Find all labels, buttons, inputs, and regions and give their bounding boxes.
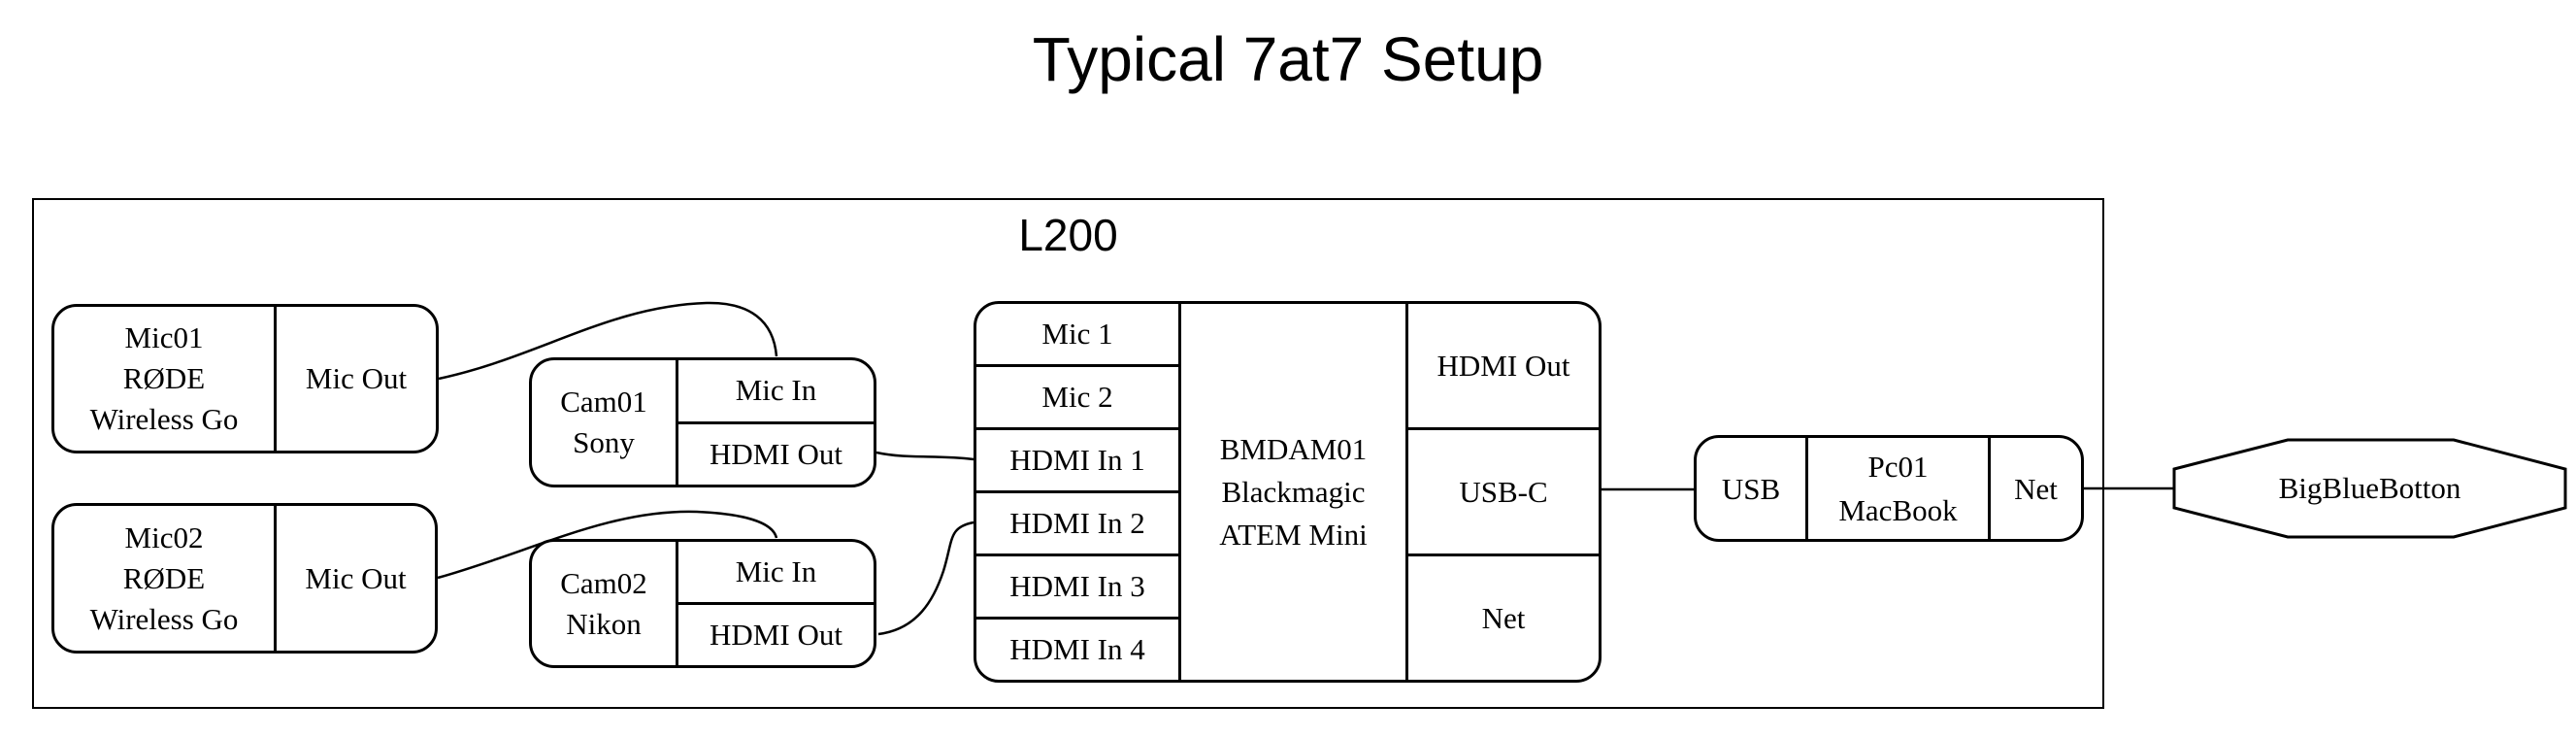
- bmdam01-port-hdmi-in-2: HDMI In 2: [976, 490, 1178, 554]
- cam02-line-id: Cam02: [560, 565, 647, 600]
- bmdam01-port-net: Net: [1408, 554, 1599, 680]
- mic01-label: Mic01 RØDE Wireless Go: [54, 307, 274, 451]
- cam01-ports: Mic In HDMI Out: [676, 360, 874, 485]
- cam01-label: Cam01 Sony: [532, 360, 676, 485]
- node-bigbluebotton-label: BigBlueBotton: [2278, 471, 2461, 505]
- mic02-label: Mic02 RØDE Wireless Go: [54, 506, 274, 651]
- bmdam01-line-model: ATEM Mini: [1219, 517, 1368, 552]
- mic01-line-model: Wireless Go: [89, 402, 239, 436]
- node-bmdam01: Mic 1 Mic 2 HDMI In 1 HDMI In 2 HDMI In …: [974, 301, 1602, 683]
- node-mic01: Mic01 RØDE Wireless Go Mic Out: [51, 304, 439, 453]
- node-mic02: Mic02 RØDE Wireless Go Mic Out: [51, 503, 438, 654]
- mic01-port-mic-out: Mic Out: [274, 307, 436, 451]
- mic01-line-id: Mic01: [124, 320, 204, 354]
- bmdam01-port-mic2: Mic 2: [976, 364, 1178, 427]
- bmdam01-port-mic1: Mic 1: [1041, 317, 1113, 351]
- edge-cam02-hdmiout-to-atem-hdmiin2: [877, 520, 974, 636]
- pc01-label: Pc01 MacBook: [1805, 438, 1991, 539]
- edge-cam01-hdmiout-to-atem-hdmiin1: [875, 451, 974, 461]
- bmdam01-port-usb-c: USB-C: [1408, 427, 1599, 554]
- bmdam01-port-hdmi-out: HDMI Out: [1437, 348, 1570, 383]
- mic01-line-brand: RØDE: [122, 361, 206, 395]
- bmdam01-port-hdmi-in-3: HDMI In 3: [976, 554, 1178, 617]
- cam02-port-mic-in: Mic In: [735, 554, 817, 588]
- bmdam01-label: BMDAM01 Blackmagic ATEM Mini: [1178, 304, 1408, 680]
- bmdam01-input-ports: Mic 1 Mic 2 HDMI In 1 HDMI In 2 HDMI In …: [976, 304, 1178, 680]
- bmdam01-line-id: BMDAM01: [1219, 431, 1368, 466]
- cam01-port-mic-in: Mic In: [735, 373, 817, 408]
- bmdam01-port-hdmi-in-1: HDMI In 1: [976, 427, 1178, 490]
- cam01-line-brand: Sony: [573, 425, 635, 459]
- mic02-port-mic-out: Mic Out: [274, 506, 435, 651]
- mic02-line-id: Mic02: [124, 520, 204, 554]
- edge-mic01-to-cam01-micin: [438, 301, 778, 381]
- cam02-line-brand: Nikon: [566, 606, 642, 641]
- pc01-port-usb: USB: [1721, 471, 1781, 506]
- cam01-port-hdmi-out: HDMI Out: [678, 420, 874, 486]
- cam02-ports: Mic In HDMI Out: [676, 542, 874, 665]
- bmdam01-output-ports: HDMI Out USB-C Net: [1408, 304, 1599, 680]
- diagram-title: Typical 7at7 Setup: [1032, 24, 1544, 94]
- cluster-l200-label: L200: [1018, 210, 1118, 260]
- mic02-line-model: Wireless Go: [89, 601, 239, 636]
- bmdam01-port-hdmi-in-4: HDMI In 4: [976, 617, 1178, 680]
- pc01-line-model: MacBook: [1838, 493, 1958, 527]
- bmdam01-line-brand: Blackmagic: [1221, 474, 1366, 509]
- edge-mic02-to-cam02-micin: [437, 510, 778, 580]
- pc01-line-id: Pc01: [1867, 450, 1929, 484]
- mic02-line-brand: RØDE: [122, 560, 206, 595]
- cluster-l200-frame: [32, 198, 2104, 709]
- cam01-line-id: Cam01: [560, 385, 647, 419]
- node-cam01: Cam01 Sony Mic In HDMI Out: [529, 357, 876, 487]
- cam02-label: Cam02 Nikon: [532, 542, 676, 665]
- cam02-port-hdmi-out: HDMI Out: [678, 602, 874, 665]
- pc01-port-net: Net: [2014, 471, 2058, 506]
- node-cam02: Cam02 Nikon Mic In HDMI Out: [529, 539, 876, 668]
- bigbluebotton-octagon: [2172, 438, 2567, 539]
- node-pc01: USB Pc01 MacBook Net: [1694, 435, 2084, 542]
